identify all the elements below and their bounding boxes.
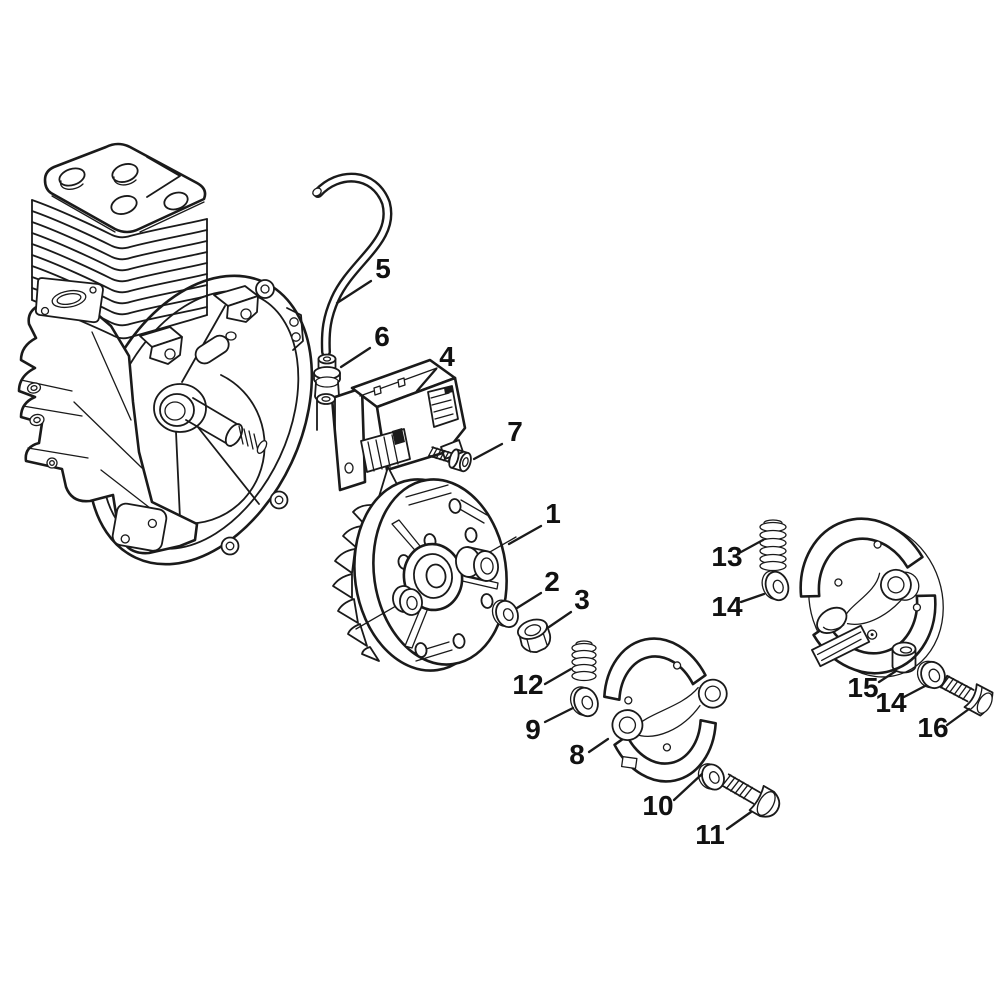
callout-7: 7 [507,416,523,447]
callout-15: 15 [847,672,879,703]
callout-3: 3 [574,584,590,615]
spring-13 [759,519,787,572]
clutch-assembly [799,517,944,678]
washer-14a [761,570,790,602]
wire-grommet [313,353,341,403]
ignition-coil [316,358,467,492]
callout-4: 4 [439,341,455,372]
washer-10 [697,763,725,791]
callout-8: 8 [569,739,585,770]
callout-1: 1 [545,498,561,529]
bolt-11 [721,773,781,818]
callout-14b: 14 [875,687,907,718]
callout-2: 2 [544,566,560,597]
callout-11: 11 [695,819,725,850]
ignition-lead-wire [312,172,393,357]
callout-10: 10 [642,790,674,821]
clutch-shoes [603,637,728,783]
callout-13: 13 [711,541,743,572]
callout-16: 16 [917,712,949,743]
washer-14b [916,660,946,690]
nut-3 [517,618,552,653]
spacer-15 [891,641,917,674]
washer-2 [491,599,519,629]
leader-lines [335,279,971,831]
flywheel [332,466,517,672]
washer-9 [569,686,599,718]
callout-6: 6 [374,321,390,352]
bolt-16 [940,674,994,717]
callout-14a: 14 [711,591,743,622]
callout-5: 5 [375,253,391,284]
spring-12 [571,640,597,682]
coil-screw [427,446,472,473]
callout-12: 12 [512,669,544,700]
engine-crankcase [17,274,314,566]
callout-9: 9 [525,714,541,745]
engine-cylinder [31,142,208,340]
